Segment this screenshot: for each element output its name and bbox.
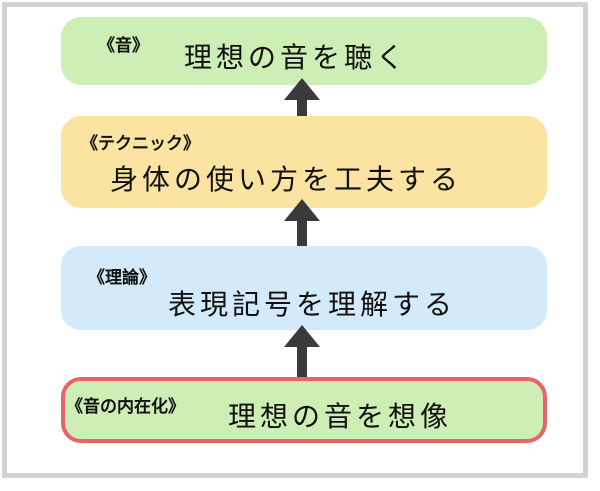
box-sound <box>61 17 547 85</box>
box-theory <box>61 246 547 330</box>
arrow-technique-to-sound <box>284 78 320 132</box>
box-technique-tag: 《テクニック》 <box>81 134 200 154</box>
outer-frame <box>2 2 588 478</box>
arrow-internalization-to-theory <box>284 325 320 381</box>
box-technique <box>61 116 547 208</box>
box-internalization-text: 理想の音を想像 <box>228 400 453 433</box>
box-technique-text: 身体の使い方を工夫する <box>110 163 463 196</box>
box-internalization-tag: 《音の内在化》 <box>66 397 185 417</box>
box-internalization <box>61 377 547 443</box>
box-theory-text: 表現記号を理解する <box>168 288 457 321</box>
box-theory-tag: 《理論》 <box>88 268 156 288</box>
arrow-theory-to-technique <box>284 199 320 253</box>
box-sound-tag: 《音》 <box>98 36 149 56</box>
box-sound-text: 理想の音を聴く <box>184 41 409 74</box>
